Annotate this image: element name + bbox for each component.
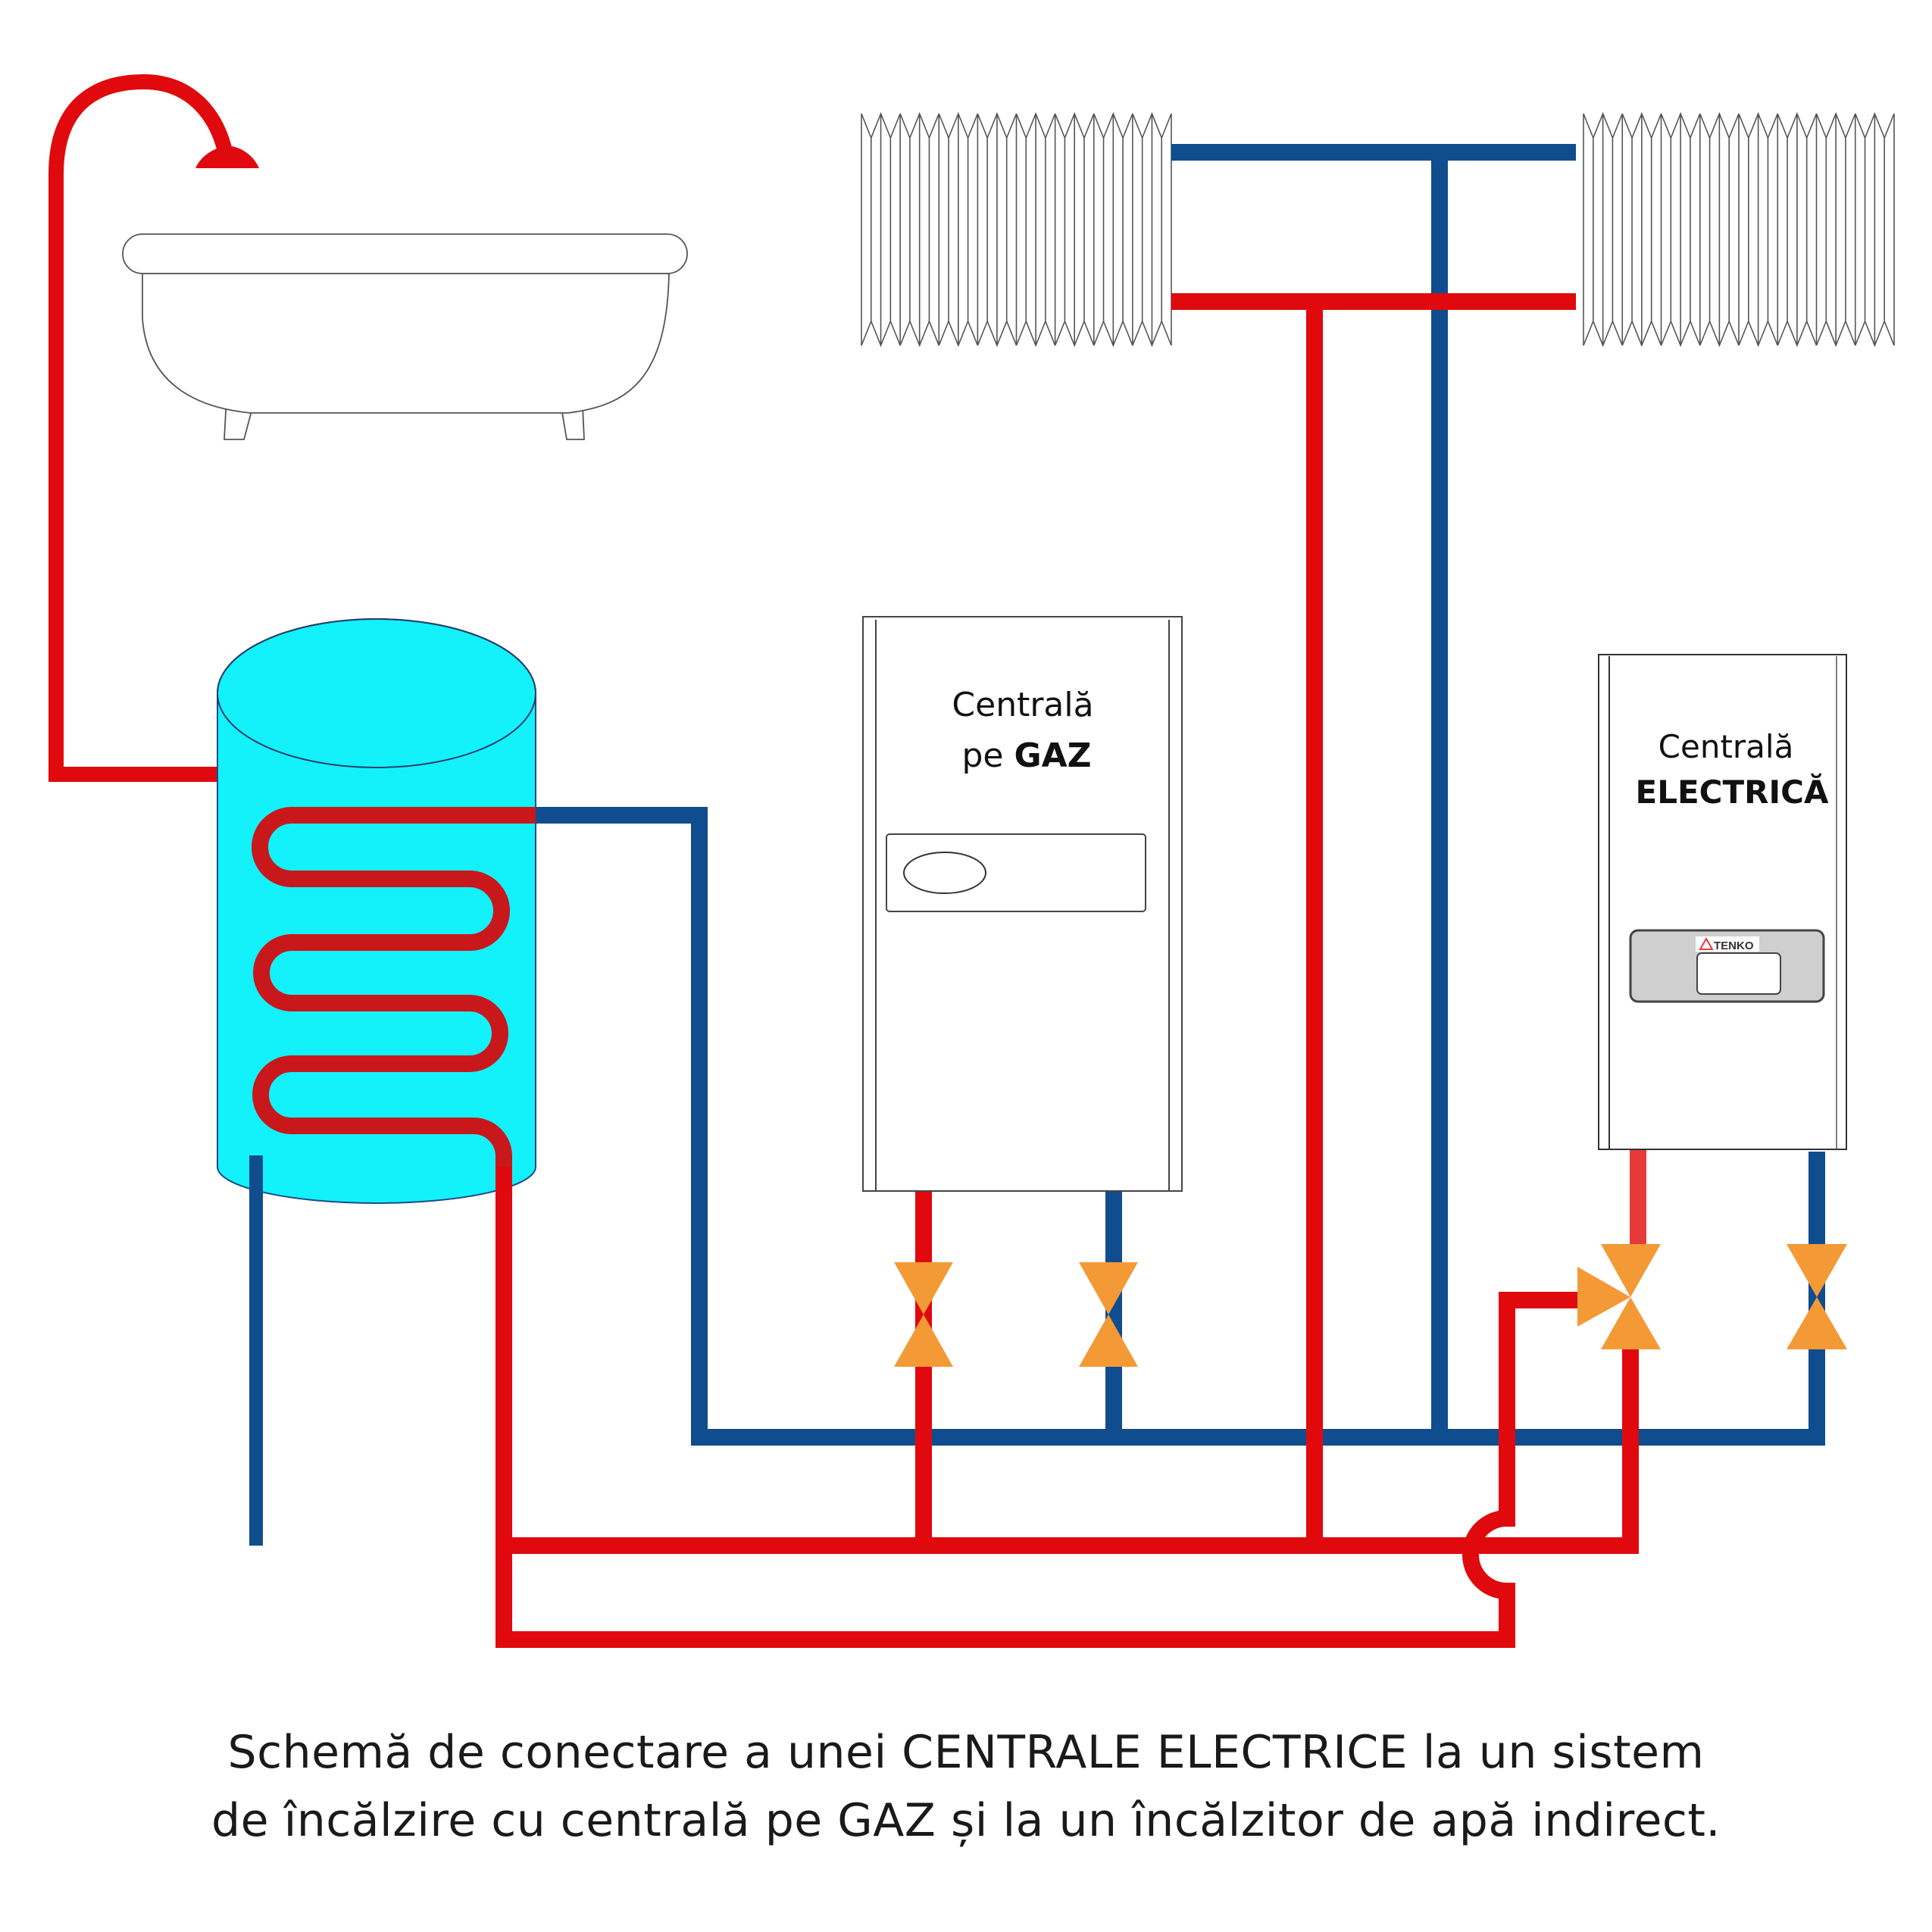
gas-return-valve-icon [1079, 1262, 1138, 1367]
electric-boiler: TENKO Centrală ELECTRICĂ [1598, 654, 1847, 1150]
three-way-valve-icon [1577, 1244, 1661, 1349]
radiator-left [861, 111, 1172, 348]
radiator-section [1854, 111, 1895, 348]
radiator-section [1621, 111, 1662, 348]
radiator-section [1015, 111, 1056, 348]
radiator-section [1583, 111, 1623, 348]
brand-label: TENKO [1714, 939, 1754, 952]
radiator-section [1054, 111, 1095, 348]
radiator-section [861, 111, 901, 348]
radiator-section [1815, 111, 1856, 348]
water-heater-tank [217, 618, 536, 1204]
radiator-section [1132, 111, 1172, 348]
radiator-section [1738, 111, 1778, 348]
electric-boiler-label-1: Centrală [1658, 728, 1794, 765]
gas-boiler: Centrală pe GAZ [862, 616, 1183, 1192]
gas-supply-valve-icon [894, 1262, 953, 1367]
radiator-section [1660, 111, 1701, 348]
radiator-section [977, 111, 1018, 348]
caption-line-2: de încălzire cu centrală pe GAZ și la un… [211, 1794, 1721, 1847]
radiator-section [899, 111, 939, 348]
radiator-section [938, 111, 979, 348]
shower [48, 73, 259, 782]
gas-boiler-label-1: Centrală [952, 686, 1093, 724]
heating-coil [252, 807, 536, 1203]
electric-return-valve-icon [1787, 1244, 1847, 1349]
bathtub [122, 233, 688, 440]
electric-boiler-label-2: ELECTRICĂ [1636, 773, 1829, 811]
shower-head-icon [195, 145, 259, 168]
tenko-logo-icon [1699, 936, 1714, 950]
gas-boiler-label-2: pe GAZ [961, 736, 1091, 775]
caption-line-1: Schemă de conectare a unei CENTRALE ELEC… [227, 1726, 1705, 1779]
shower-pipe [48, 73, 235, 782]
radiator-section [1093, 111, 1133, 348]
radiator-section [1777, 111, 1818, 348]
radiator-section [1699, 111, 1740, 348]
hot-supply-pipes [496, 293, 1646, 1648]
radiator-right [1583, 111, 1895, 348]
gas-boiler-display [903, 852, 986, 894]
